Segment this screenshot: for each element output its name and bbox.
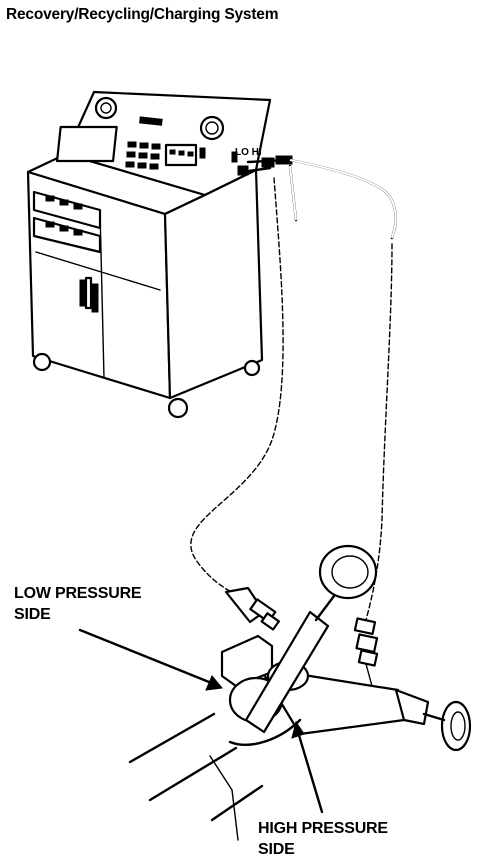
figure-title: Recovery/Recycling/Charging System (6, 6, 279, 23)
arrow-low-pressure (205, 675, 223, 691)
low-pressure-label-line: LOW PRESSURE (14, 585, 142, 602)
keypad (125, 141, 198, 170)
high-pressure-side-label: HIGH PRESSURE SIDE (258, 818, 388, 860)
pressure-gauge (318, 544, 378, 600)
caster (32, 352, 52, 372)
cabinet-side (163, 168, 264, 400)
caster (243, 359, 261, 377)
high-pressure-label-line: SIDE (258, 841, 295, 858)
arrow-high-pressure (291, 720, 305, 739)
caster (167, 397, 189, 419)
ac-service-fittings (128, 544, 472, 841)
low-pressure-side-label: LOW PRESSURE SIDE (14, 583, 142, 625)
low-pressure-label-line: SIDE (14, 606, 51, 623)
panel-gauge-left (94, 96, 118, 120)
label-arrows (78, 628, 324, 814)
control-panel (64, 90, 272, 197)
panel-gauge-right (199, 115, 225, 141)
handwheel (440, 700, 472, 752)
valve-handle (244, 610, 330, 734)
high-pressure-label-line: HIGH PRESSURE (258, 820, 388, 837)
service-hoses (190, 158, 397, 621)
recovery-machine (26, 90, 293, 419)
drawer-slots (45, 195, 83, 236)
panel-port-label: LO HI (235, 147, 262, 158)
